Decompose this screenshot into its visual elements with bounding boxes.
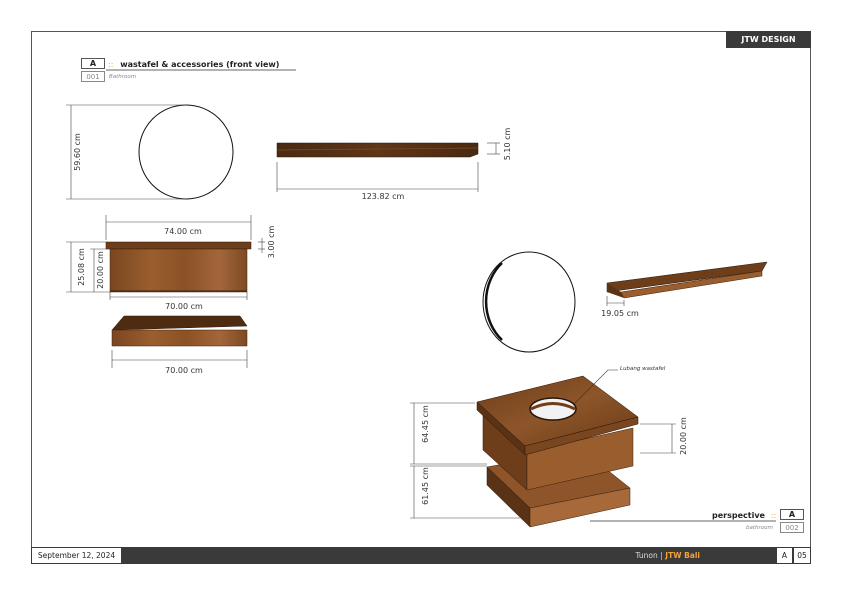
persp-upper-height-dimension [410,402,487,465]
footer-separator: | [660,551,663,560]
front-view-separator: :: [108,60,114,69]
front-view-letter: A [81,58,105,69]
shelf-length-label: 123.82 cm [362,192,405,201]
persp-lower-height-label: 61.45 cm [421,467,430,505]
front-view-subtitle: Bathroom [109,74,137,80]
perspective-separator: :: [770,511,777,520]
persp-lower-height-dimension [410,465,520,519]
mirror-height-label: 59.60 cm [73,133,82,171]
footer-page-number: 05 [794,548,810,563]
shelf-front [276,142,479,158]
footer-location-text: Tunon [635,551,658,560]
perspective-title: perspective :: [712,511,776,520]
persp-upper-height-label: 64.45 cm [421,405,430,443]
persp-body-front [526,427,634,491]
cabinet-total-height-label: 25.08 cm [77,248,86,286]
shelf-length-dimension [276,162,479,192]
footer-company: JTW Bali [665,551,700,560]
top-width-label: 74.00 cm [164,227,202,236]
base-width-dimension [111,350,248,368]
shelf-depth-label: 19.05 cm [601,309,639,318]
persp-body-height-label: 20.00 cm [679,417,688,455]
brand-label: JTW DESIGN [726,31,811,48]
sink-hole [529,397,577,421]
mirror-front [138,104,234,200]
shelf-depth-dimension [606,296,625,306]
mirror-perspective [482,251,576,353]
perspective-letter: A [780,509,804,520]
sink-hole-leader [573,369,618,405]
top-thickness-label: 3.00 cm [267,226,276,259]
perspective-subtitle: bathroom [746,525,773,531]
cabinet-width-dimension [109,292,248,300]
persp-body-height-dimension [640,423,676,454]
perspective-number: 002 [780,522,804,533]
footer-date: September 12, 2024 [32,548,121,563]
persp-base-front [529,487,631,528]
perspective-title-text: perspective [712,511,765,520]
base-width-label: 70.00 cm [165,366,203,375]
front-view-number: 001 [81,71,105,82]
shelf-thickness-label: 5.10 cm [503,128,512,161]
top-thickness-dimension [258,238,265,253]
base-slab-top [111,315,248,331]
mirror-height-dimension [66,104,186,200]
cabinet-total-height-dimension [66,241,110,293]
footer-location: Tunon | JTW Bali [540,548,700,563]
shelf-thickness-dimension [487,142,500,155]
cabinet-body-height-dimension [90,248,110,292]
cabinet-body-height-label: 20.00 cm [96,251,105,289]
top-width-dimension [105,215,252,240]
footer-bar [31,547,811,564]
cabinet-body [109,248,248,293]
cabinet-width-label: 70.00 cm [165,302,203,311]
front-view-title: :: wastafel & accessories (front view) [108,60,279,69]
front-view-title-text: wastafel & accessories (front view) [120,60,280,69]
base-slab-front [111,329,248,347]
cabinet-top-slab [105,241,252,250]
footer-sheet-letter: A [777,548,792,563]
sink-hole-annotation: Lubang wastafel [620,366,666,372]
